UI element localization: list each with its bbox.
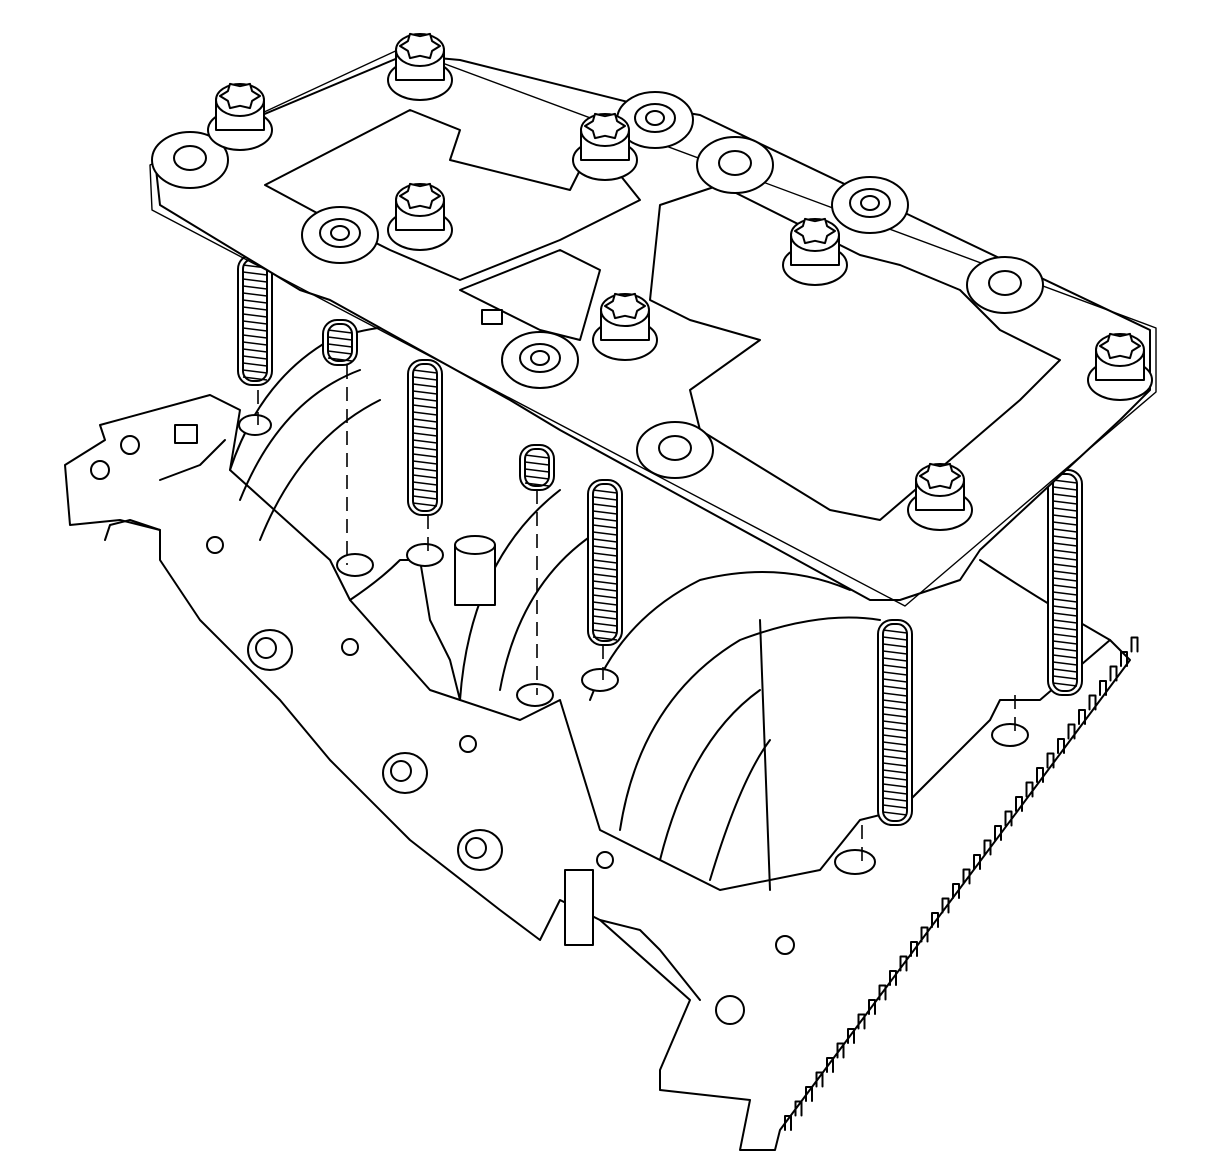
gear-tooth xyxy=(1036,767,1044,783)
gear-tooth xyxy=(910,941,918,957)
gear-tooth xyxy=(868,999,876,1015)
bolt-holes xyxy=(238,414,1029,875)
gear-tooth xyxy=(931,912,939,928)
gear-tooth xyxy=(794,1100,803,1117)
flywheel-teeth xyxy=(784,636,1139,1131)
washers xyxy=(151,91,1044,479)
torx-bolt-head xyxy=(387,182,453,251)
gear-tooth xyxy=(1120,651,1128,667)
gear-tooth xyxy=(836,1042,845,1059)
washer xyxy=(636,421,714,479)
gear-tooth xyxy=(1078,709,1086,725)
threaded-bolt xyxy=(1047,469,1083,696)
threaded-bolt xyxy=(237,254,273,386)
torx-bolt-head xyxy=(592,292,658,361)
gear-tooth xyxy=(941,897,950,914)
gear-tooth xyxy=(920,926,929,943)
gear-tooth xyxy=(1067,723,1076,740)
torx-bolt-heads xyxy=(207,32,1153,531)
washer xyxy=(301,206,379,264)
washer xyxy=(151,131,229,189)
threaded-bolt xyxy=(519,444,555,491)
torx-bolt-head xyxy=(572,112,638,181)
gear-tooth xyxy=(952,883,960,899)
washer xyxy=(696,136,774,194)
washer xyxy=(966,256,1044,314)
gear-tooth xyxy=(1015,796,1023,812)
gear-tooth xyxy=(1057,738,1065,754)
threaded-bolt xyxy=(587,479,623,646)
gear-tooth xyxy=(1046,752,1055,769)
torx-bolt-head xyxy=(387,32,453,101)
threaded-bolt xyxy=(407,359,443,516)
gear-tooth xyxy=(805,1086,813,1102)
gear-tooth xyxy=(1130,636,1139,653)
gear-tooth xyxy=(857,1013,866,1030)
gear-tooth xyxy=(973,854,981,870)
torx-bolt-head xyxy=(1087,332,1153,401)
threaded-bolt xyxy=(322,319,358,366)
gear-tooth xyxy=(889,970,897,986)
gear-tooth xyxy=(1099,680,1107,696)
washer xyxy=(501,331,579,389)
gear-tooth xyxy=(1109,665,1118,682)
gear-tooth xyxy=(847,1028,855,1044)
threaded-bolt xyxy=(877,619,913,826)
gear-tooth xyxy=(878,984,887,1001)
gear-tooth xyxy=(1088,694,1097,711)
torx-bolt-head xyxy=(207,82,273,151)
washer xyxy=(831,176,909,234)
gear-tooth xyxy=(826,1057,834,1073)
engine-block xyxy=(64,325,1139,1151)
torx-bolt-head xyxy=(907,462,973,531)
gear-tooth xyxy=(1004,810,1013,827)
gear-tooth xyxy=(784,1115,792,1131)
gear-tooth xyxy=(962,868,971,885)
gear-tooth xyxy=(994,825,1002,841)
square-hole xyxy=(174,424,198,444)
gear-tooth xyxy=(899,955,908,972)
gear-tooth xyxy=(815,1071,824,1088)
washer xyxy=(616,91,694,149)
gear-tooth xyxy=(1025,781,1034,798)
bosses xyxy=(247,535,594,946)
torx-bolt-head xyxy=(782,217,848,286)
gear-tooth xyxy=(983,839,992,856)
